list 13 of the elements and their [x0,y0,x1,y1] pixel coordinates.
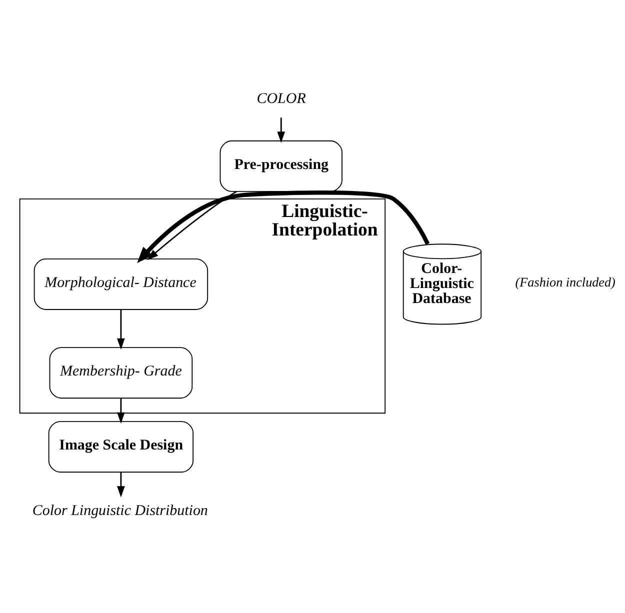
node-label: (Fashion included) [515,274,616,290]
node-box: Pre-processing [220,140,342,192]
node-box: Image Scale Design [48,421,194,473]
node-box: Membership- Grade [49,347,193,399]
arrow [117,472,125,498]
node-text: COLOR [256,91,306,108]
node-box: Morphological- Distance [34,258,208,310]
node-text: Color Linguistic Distribution [32,503,208,520]
arrow [277,118,286,143]
arrow [147,190,237,260]
arrow [117,310,125,350]
arrow [137,190,430,264]
arrow [117,398,125,424]
